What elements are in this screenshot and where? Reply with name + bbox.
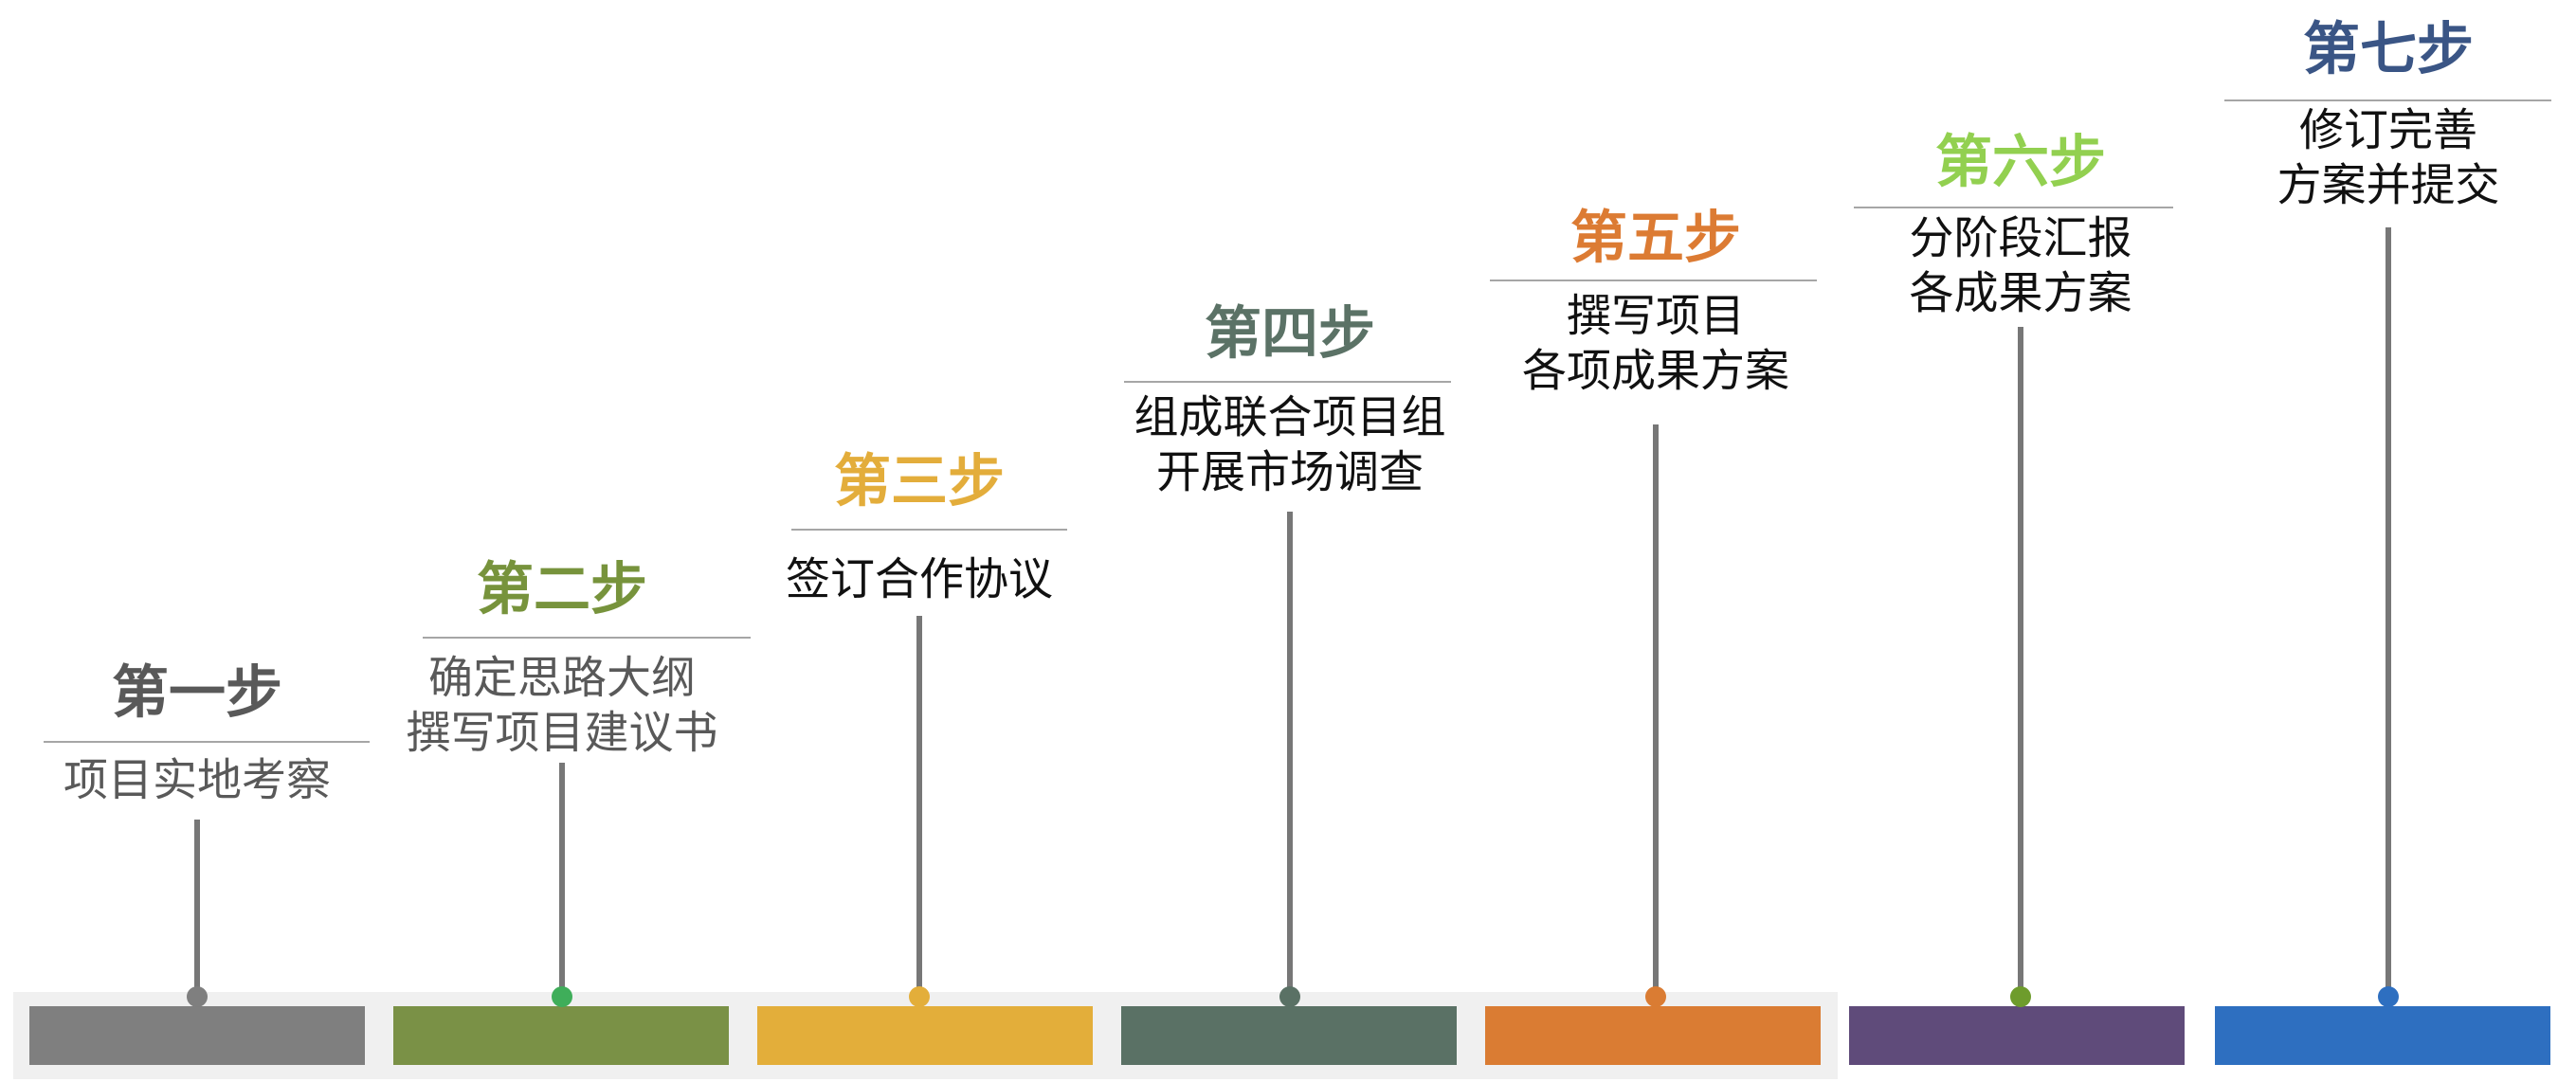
- step-3-dot: [909, 986, 930, 1007]
- step-6-title: 第六步: [1935, 130, 2106, 196]
- step-4-title: 第四步: [1205, 301, 1375, 368]
- step-5-desc-line-1: 撰写项目: [1567, 291, 1745, 343]
- step-3-title: 第三步: [834, 449, 1005, 515]
- step-6-desc-line-2: 各成果方案: [1910, 268, 2132, 320]
- step-5-desc-line-2: 各项成果方案: [1522, 346, 1789, 398]
- step-5-dot: [1645, 986, 1666, 1007]
- step-2-desc-line-1: 确定思路大纲: [428, 653, 696, 705]
- step-1-desc-line-1: 项目实地考察: [63, 755, 331, 807]
- step-2-bar: [393, 1006, 729, 1065]
- step-7-title: 第七步: [2303, 17, 2474, 83]
- step-7-dot: [2378, 986, 2399, 1007]
- step-7-desc-line-2: 方案并提交: [2277, 160, 2500, 212]
- step-1-dot: [187, 986, 208, 1007]
- step-5-title: 第五步: [1570, 206, 1741, 272]
- step-2-title: 第二步: [477, 557, 647, 623]
- step-6-desc-line-1: 分阶段汇报: [1910, 213, 2132, 265]
- step-4-desc-line-1: 组成联合项目组: [1134, 392, 1446, 444]
- step-1-bar: [29, 1006, 365, 1065]
- step-2-dot: [552, 986, 572, 1007]
- step-7-desc-line-1: 修订完善: [2299, 105, 2477, 157]
- step-6-bar: [1849, 1006, 2185, 1065]
- step-6-dot: [2010, 986, 2031, 1007]
- step-3-bar: [757, 1006, 1093, 1065]
- step-4-desc-line-2: 开展市场调查: [1156, 447, 1424, 499]
- step-5-bar: [1485, 1006, 1821, 1065]
- step-4-bar: [1121, 1006, 1457, 1065]
- step-3-desc-line-1: 签订合作协议: [786, 554, 1053, 606]
- step-7-bar: [2215, 1006, 2550, 1065]
- step-1-title: 第一步: [112, 660, 282, 727]
- step-4-dot: [1279, 986, 1300, 1007]
- step-2-desc-line-2: 撰写项目建议书: [407, 708, 718, 760]
